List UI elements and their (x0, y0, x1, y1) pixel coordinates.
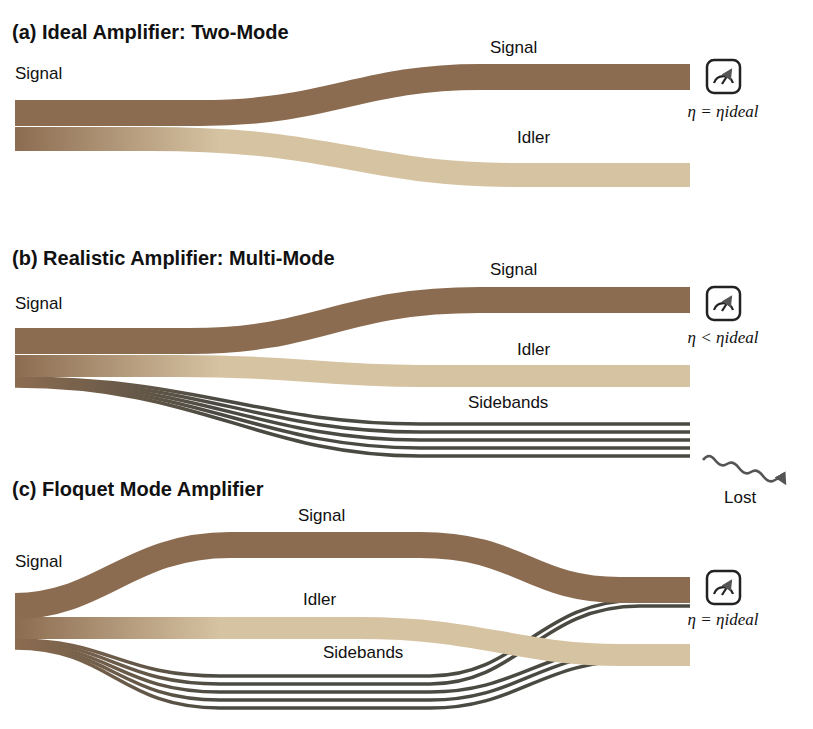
panel-title: (b) Realistic Amplifier: Multi-Mode (12, 246, 335, 270)
band-label: Signal (298, 506, 345, 526)
loss-label: Lost (724, 488, 756, 508)
band-label: Sidebands (468, 393, 548, 413)
efficiency-label: η < ηideal (688, 328, 759, 348)
panel-title: (c) Floquet Mode Amplifier (12, 477, 263, 501)
band-label: Signal (15, 552, 62, 572)
panel-title: (a) Ideal Amplifier: Two-Mode (12, 20, 289, 44)
panel-c-bands (15, 545, 690, 708)
band-label: Idler (517, 128, 550, 148)
panel-b-bands (15, 300, 690, 456)
band-label: Signal (15, 294, 62, 314)
efficiency-label: η = ηideal (688, 102, 759, 122)
band-label: Sidebands (323, 643, 403, 663)
panel-a-bands (15, 77, 690, 175)
band-label: Idler (517, 340, 550, 360)
efficiency-label: η = ηideal (688, 610, 759, 630)
loss-arrow (703, 456, 785, 483)
band-label: Signal (15, 64, 62, 84)
band-label: Signal (490, 260, 537, 280)
band-label: Idler (303, 590, 336, 610)
band-label: Signal (490, 38, 537, 58)
